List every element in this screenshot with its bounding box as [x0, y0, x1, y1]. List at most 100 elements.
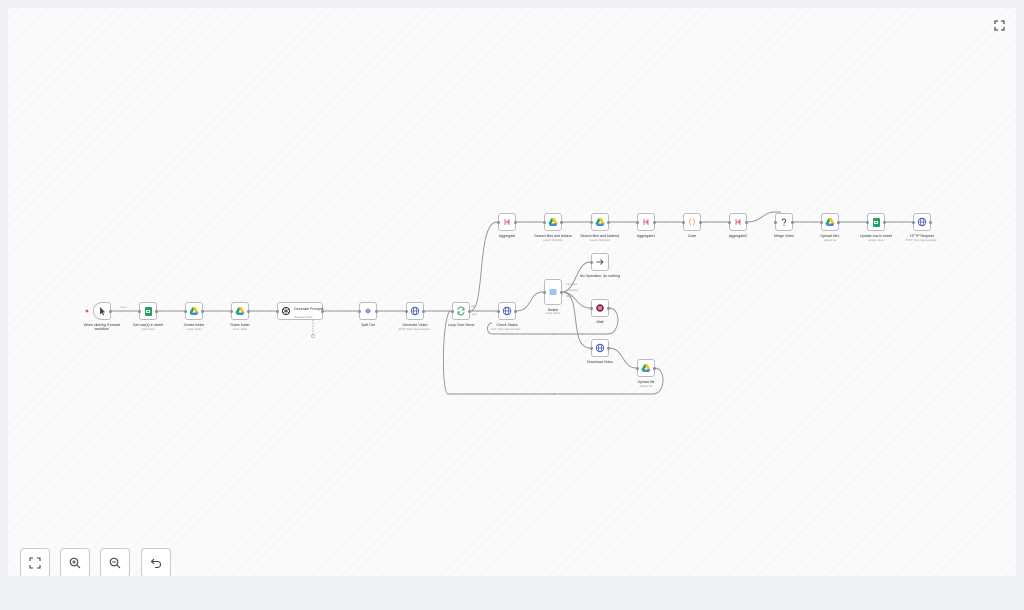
- edge-label: processing: [566, 289, 578, 292]
- output-handle[interactable]: [321, 310, 324, 313]
- input-handle[interactable]: [497, 221, 500, 224]
- node-manual-trigger[interactable]: When clicking 'Execute workflow': [84, 302, 120, 331]
- node-generate-video[interactable]: Generate Video POST: https://api.example…: [399, 302, 431, 331]
- output-handle[interactable]: [607, 221, 610, 224]
- input-handle[interactable]: [451, 310, 454, 313]
- node-create-folder[interactable]: Create folder create: folder: [184, 302, 204, 331]
- output-handle[interactable]: [109, 310, 112, 313]
- node-subtitle: GET: https://api.example/...: [491, 328, 523, 331]
- output-handle[interactable]: [653, 221, 656, 224]
- output-handle[interactable]: [607, 307, 610, 310]
- question-icon: [781, 218, 787, 226]
- aggregate-icon: [504, 219, 510, 225]
- output-handle[interactable]: [514, 310, 517, 313]
- output-handle[interactable]: [837, 221, 840, 224]
- google-drive-icon: [235, 307, 245, 315]
- output-handle[interactable]: [375, 310, 378, 313]
- node-aggregate[interactable]: Aggregate: [497, 213, 517, 238]
- output-handle[interactable]: [653, 367, 656, 370]
- input-handle[interactable]: [866, 221, 869, 224]
- zoom-out-button[interactable]: [100, 548, 130, 576]
- node-label: Aggregate: [498, 234, 516, 238]
- node-aggregate-1[interactable]: Aggregate1: [636, 213, 656, 238]
- node-no-op[interactable]: No Operation, do nothing: [580, 253, 620, 278]
- output-handle[interactable]: [514, 221, 517, 224]
- reset-zoom-button[interactable]: [141, 548, 171, 576]
- node-switch[interactable]: Switch mode: Rules: [543, 279, 563, 315]
- node-check-status[interactable]: Check Status GET: https://api.example/..…: [491, 302, 523, 331]
- output-handle[interactable]: [560, 291, 563, 294]
- google-drive-icon: [548, 218, 558, 226]
- node-subtitle: upload: file: [823, 239, 837, 242]
- wait-icon: [596, 304, 604, 312]
- node-code[interactable]: Code: [682, 213, 702, 238]
- node-share-folder[interactable]: Share folder share: folder: [230, 302, 250, 331]
- node-upload-file[interactable]: Upload file upload: file: [636, 359, 656, 388]
- input-handle[interactable]: [590, 261, 593, 264]
- input-handle[interactable]: [590, 307, 593, 310]
- node-label: HTTP Request: [910, 234, 934, 238]
- edge: [608, 347, 637, 369]
- output-handle[interactable]: [607, 347, 610, 350]
- aggregate-icon: [643, 219, 649, 225]
- edge-label: loop: [472, 313, 477, 316]
- node-search-files[interactable]: Search files and folders search: fileFol…: [534, 213, 572, 242]
- output-handle[interactable]: [699, 221, 702, 224]
- input-handle[interactable]: [636, 221, 639, 224]
- fullscreen-button[interactable]: [992, 18, 1006, 32]
- node-label: Wait: [596, 320, 604, 324]
- output-handle[interactable]: [929, 221, 932, 224]
- node-label: Code: [687, 234, 697, 238]
- input-handle[interactable]: [774, 221, 777, 224]
- input-handle[interactable]: [636, 367, 639, 370]
- input-handle[interactable]: [543, 291, 546, 294]
- zoom-in-button[interactable]: [60, 548, 90, 576]
- output-handle[interactable]: [791, 221, 794, 224]
- output-handle[interactable]: [468, 310, 471, 313]
- input-handle[interactable]: [820, 221, 823, 224]
- node-subtitle: create: folder: [186, 328, 202, 331]
- node-subtitle: POST: https://api.example/...: [905, 239, 939, 242]
- node-subtitle: upload: file: [639, 385, 653, 388]
- node-split-out[interactable]: Split Out: [358, 302, 378, 327]
- node-aggregate-2[interactable]: Aggregate2: [728, 213, 748, 238]
- node-merge-video[interactable]: Merge Video: [774, 213, 794, 238]
- input-handle[interactable]: [543, 221, 546, 224]
- input-handle[interactable]: [682, 221, 685, 224]
- input-handle[interactable]: [728, 221, 731, 224]
- fit-view-button[interactable]: [20, 548, 50, 576]
- input-handle[interactable]: [230, 310, 233, 313]
- node-update-row[interactable]: Update row in sheet update: sheet: [860, 213, 892, 242]
- node-download-video[interactable]: Download Video: [587, 339, 613, 364]
- output-handle[interactable]: [422, 310, 425, 313]
- edge: [469, 221, 498, 312]
- output-handle[interactable]: [201, 310, 204, 313]
- node-http-request[interactable]: HTTP Request POST: https://api.example/.…: [906, 213, 938, 242]
- input-handle[interactable]: [497, 310, 500, 313]
- globe-icon: [410, 306, 420, 316]
- input-handle[interactable]: [912, 221, 915, 224]
- workflow-canvas[interactable]: 1 item done loop completed processing fa…: [8, 8, 1016, 576]
- node-label: Merge Video: [773, 234, 795, 238]
- input-handle[interactable]: [405, 310, 408, 313]
- input-handle[interactable]: [358, 310, 361, 313]
- input-handle[interactable]: [590, 221, 593, 224]
- input-handle[interactable]: [138, 310, 141, 313]
- output-handle[interactable]: [560, 221, 563, 224]
- node-loop-over-items[interactable]: Loop Over Items: [448, 302, 474, 327]
- node-wait[interactable]: Wait: [590, 299, 610, 324]
- node-label: Loop Over Items: [447, 323, 475, 327]
- output-handle[interactable]: [247, 310, 250, 313]
- node-generate-prompts[interactable]: Generate Prompts Message Model: [276, 302, 324, 320]
- input-handle[interactable]: [276, 310, 279, 313]
- node-upload-file-1[interactable]: Upload file1 upload: file: [820, 213, 840, 242]
- output-handle[interactable]: [745, 221, 748, 224]
- edge-label: done: [471, 305, 477, 308]
- input-handle[interactable]: [184, 310, 187, 313]
- node-label: Split Out: [361, 323, 375, 327]
- node-search-files-1[interactable]: Search files and folders1 search: fileFo…: [580, 213, 620, 242]
- output-handle[interactable]: [883, 221, 886, 224]
- node-get-rows[interactable]: Get row(s) in sheet read: sheet: [133, 302, 163, 331]
- output-handle[interactable]: [155, 310, 158, 313]
- input-handle[interactable]: [590, 347, 593, 350]
